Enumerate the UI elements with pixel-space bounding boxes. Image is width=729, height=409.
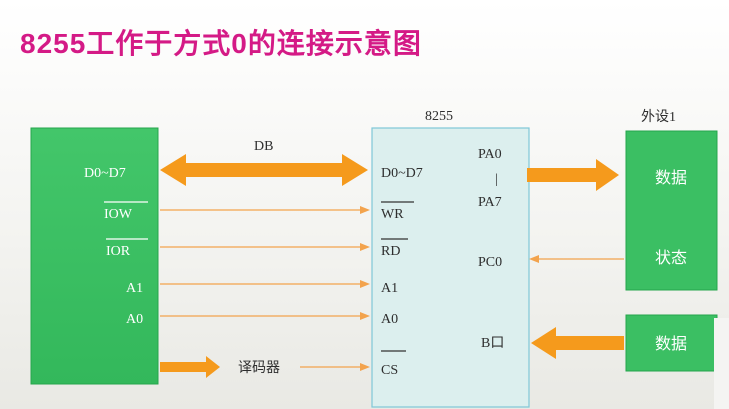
- chip-port-b: B口: [481, 336, 504, 351]
- chip-pin-cs: CS: [381, 363, 398, 378]
- cpu-box: [30, 127, 159, 385]
- cpu-label-a0: A0: [126, 312, 143, 327]
- device1-title: 外设1: [641, 109, 676, 125]
- chip-pin-pc0: PC0: [478, 255, 502, 270]
- chip-pin-wr: WR: [381, 207, 404, 222]
- status-to-pc0-arrow: [529, 255, 624, 263]
- rd-signal-arrow: [160, 243, 370, 251]
- cs-signal-arrow: [300, 363, 370, 371]
- chip-pin-rd: RD: [381, 244, 400, 259]
- a0-signal-arrow: [160, 312, 370, 320]
- cpu-label-d0d7: D0~D7: [84, 166, 126, 181]
- device1-status-label: 状态: [655, 248, 687, 267]
- port-b-arrow: [531, 327, 624, 359]
- chip-pin-pa7: PA7: [478, 195, 502, 210]
- diagram-title: 8255工作于方式0的连接示意图: [20, 28, 422, 59]
- device1-data-label: 数据: [655, 168, 687, 187]
- chip-pin-pa-separator: |: [495, 172, 498, 187]
- chip-name: 8255: [425, 109, 453, 124]
- decoder-label: 译码器: [238, 360, 280, 376]
- a1-signal-arrow: [160, 280, 370, 288]
- chip-8255-box: [371, 127, 530, 408]
- device2-data-label: 数据: [655, 334, 687, 353]
- chip-pin-d0d7: D0~D7: [381, 166, 423, 181]
- port-a-arrow: [527, 159, 619, 191]
- wr-signal-arrow: [160, 206, 370, 214]
- data-bus-label: DB: [254, 139, 273, 154]
- cpu-label-ior: IOR: [106, 244, 131, 259]
- chip-pin-a0: A0: [381, 312, 398, 327]
- data-bus-arrow: [160, 154, 368, 186]
- cpu-label-iow: IOW: [104, 207, 133, 222]
- chip-pin-pa0: PA0: [478, 147, 502, 162]
- chip-pin-a1: A1: [381, 281, 398, 296]
- device1-box: [625, 130, 718, 291]
- right-edge-strip: [714, 318, 729, 409]
- decoder-input-arrow: [160, 356, 220, 378]
- cpu-label-a1: A1: [126, 281, 143, 296]
